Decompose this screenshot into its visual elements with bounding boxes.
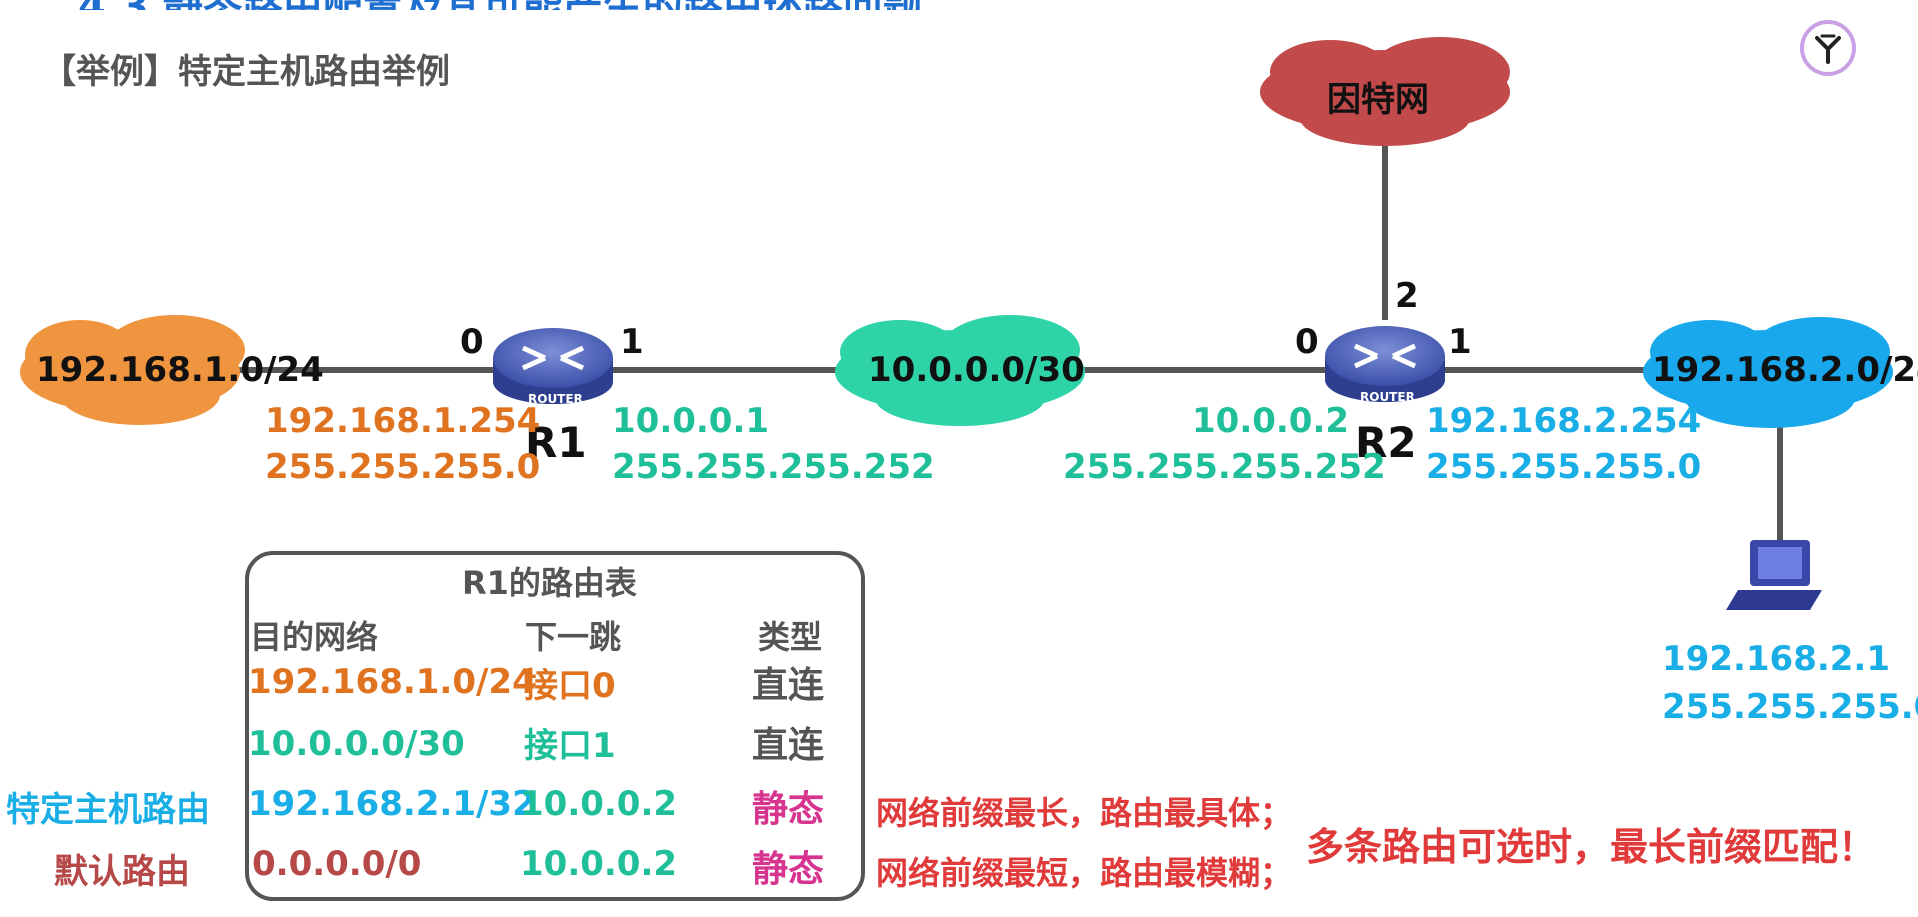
- r1-if0-ip: 192.168.1.254: [265, 401, 541, 441]
- cloud-192-168-1-0: [20, 315, 245, 425]
- rt-row1-next: 接口0: [524, 666, 616, 706]
- r2-name: R2: [1355, 418, 1417, 467]
- note-conclusion: 多条路由可选时，最长前缀匹配！: [1306, 825, 1877, 869]
- net-left-label: 192.168.1.0/24: [36, 350, 324, 390]
- router-r1-brand: ROUTER: [528, 392, 583, 406]
- cloud-10-0-0-0: [835, 315, 1085, 426]
- router-r2-brand: ROUTER: [1360, 390, 1415, 404]
- rt-row4-next: 10.0.0.2: [520, 844, 678, 884]
- rt-row2-type: 直连: [752, 725, 825, 766]
- rt-row3-dest: 192.168.2.1/32: [248, 784, 536, 824]
- host-ip: 192.168.2.1: [1662, 639, 1891, 679]
- host-computer-icon: [1726, 540, 1822, 610]
- rt-row3-type: 静态: [752, 789, 825, 830]
- note-longest-prefix: 网络前缀最长，路由最具体；: [876, 794, 1293, 832]
- r2-port1: 1: [1448, 322, 1472, 362]
- rt-row4-type: 静态: [752, 849, 825, 890]
- logo-icon: [1815, 34, 1841, 64]
- rt-header-next: 下一跳: [525, 618, 622, 656]
- router-r2-icon: [1325, 326, 1445, 402]
- rt-row4-dest: 0.0.0.0/0: [252, 844, 422, 884]
- host-mask: 255.255.255.0: [1662, 687, 1918, 727]
- r1-name: R1: [525, 418, 587, 467]
- rt-header-type: 类型: [758, 618, 823, 656]
- r1-if0-mask: 255.255.255.0: [265, 447, 541, 487]
- page-subtitle: 【举例】特定主机路由举例: [42, 52, 450, 92]
- r1-port0: 0: [460, 322, 484, 362]
- routing-table-title: R1的路由表: [462, 564, 637, 602]
- internet-label: 因特网: [1327, 80, 1429, 120]
- r2-if1-ip: 192.168.2.254: [1426, 401, 1702, 441]
- router-r1-icon: [493, 328, 613, 404]
- rt-row1-type: 直连: [752, 665, 825, 706]
- r2-if0-mask: 255.255.255.252: [1063, 447, 1386, 487]
- r1-if1-ip: 10.0.0.1: [612, 401, 770, 441]
- net-right-label: 192.168.2.0/24: [1652, 350, 1918, 390]
- page-title: 4.3 静态路由配置及其可能产生的路由环路问题: [78, 0, 923, 10]
- r1-if1-mask: 255.255.255.252: [612, 447, 935, 487]
- rt-row2-next: 接口1: [524, 726, 616, 766]
- net-mid-label: 10.0.0.0/30: [868, 350, 1085, 390]
- label-default-route: 默认路由: [54, 852, 190, 892]
- r2-if0-ip: 10.0.0.2: [1192, 401, 1350, 441]
- label-host-route: 特定主机路由: [6, 790, 210, 830]
- r1-port1: 1: [620, 322, 644, 362]
- rt-row3-next: 10.0.0.2: [520, 784, 678, 824]
- r2-if1-mask: 255.255.255.0: [1426, 447, 1702, 487]
- rt-row2-dest: 10.0.0.0/30: [248, 724, 465, 764]
- rt-row1-dest: 192.168.1.0/24: [248, 662, 536, 702]
- r2-port2: 2: [1395, 276, 1419, 316]
- routing-table-box: [245, 551, 865, 901]
- cloud-internet: [1260, 37, 1510, 146]
- cloud-192-168-2-0: [1643, 317, 1893, 428]
- logo: [1800, 20, 1856, 76]
- note-shortest-prefix: 网络前缀最短，路由最模糊；: [876, 854, 1293, 892]
- r2-port0: 0: [1295, 322, 1319, 362]
- rt-header-dest: 目的网络: [250, 618, 379, 656]
